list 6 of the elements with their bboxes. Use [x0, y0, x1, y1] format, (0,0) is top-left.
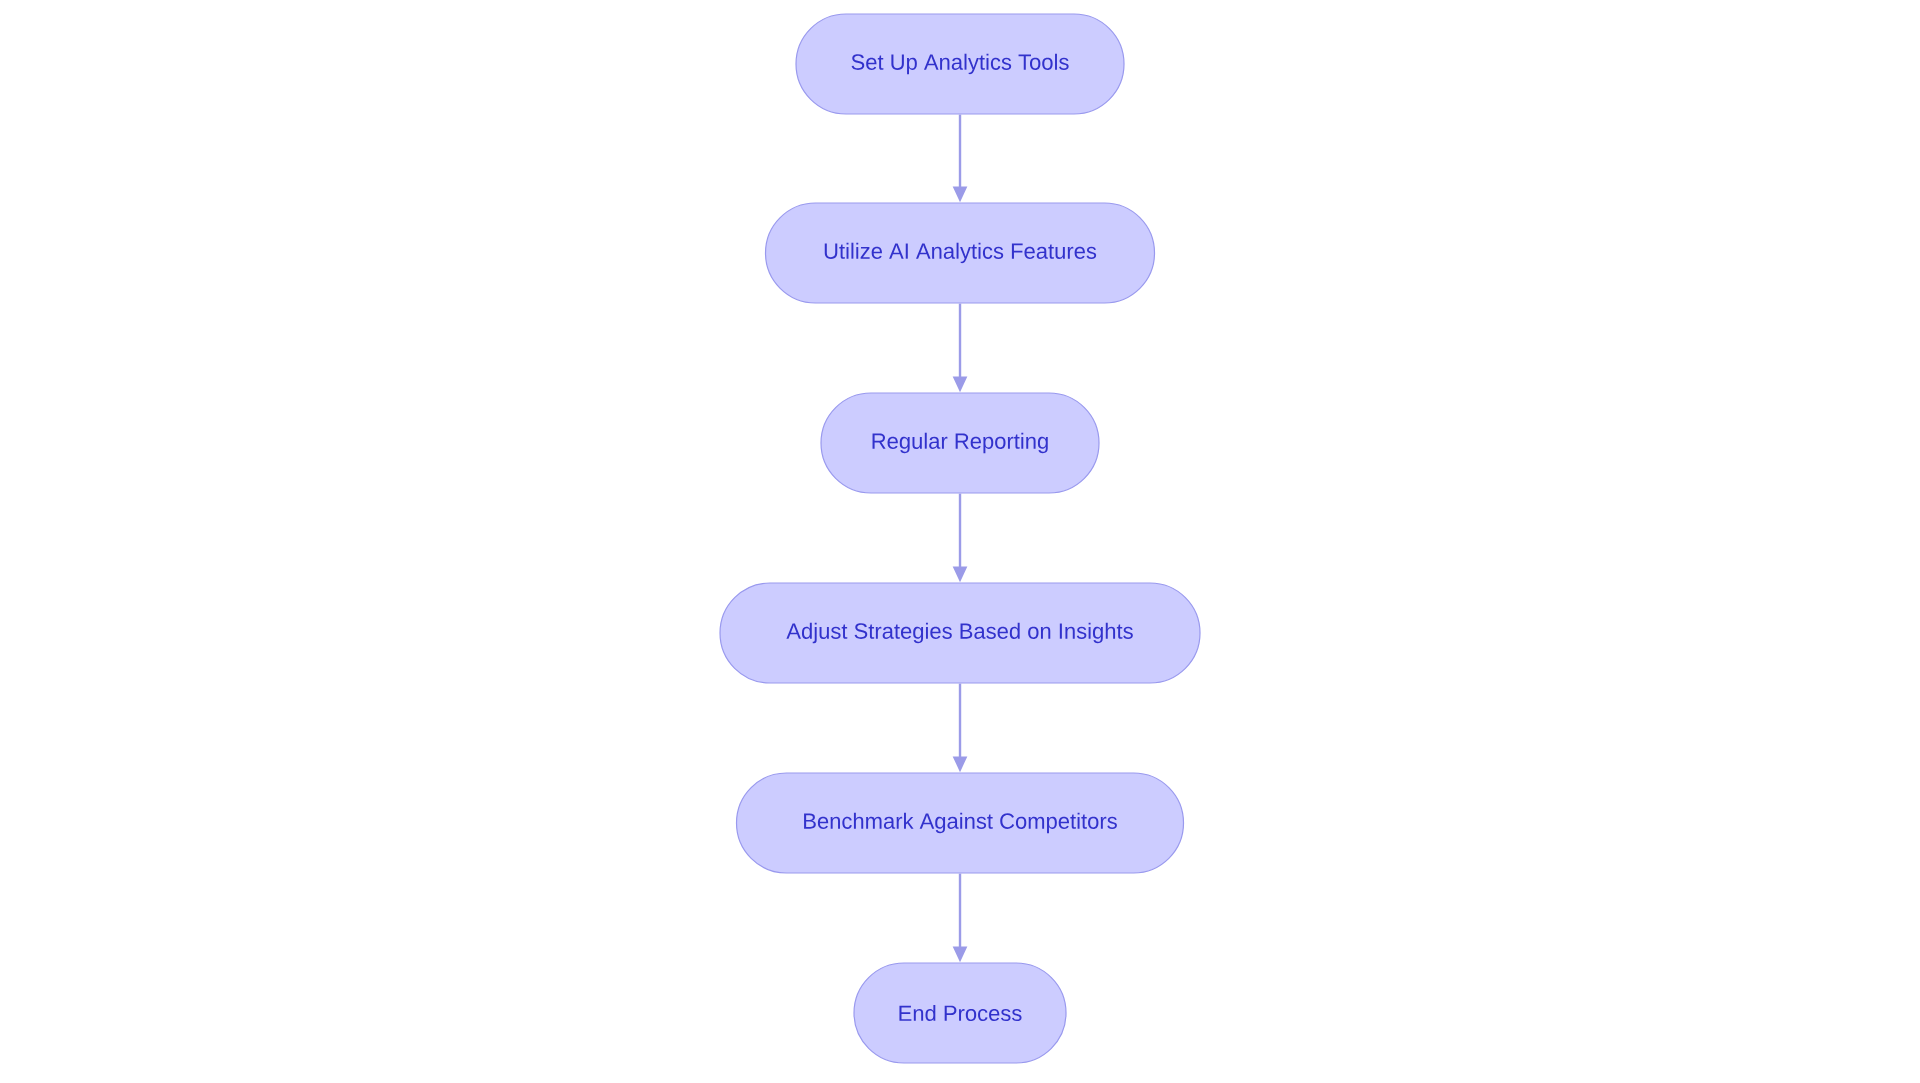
process-box: Set Up Analytics Tools — [795, 13, 1125, 115]
process-box: Benchmark Against Competitors — [735, 772, 1185, 874]
process-box: Utilize AI Analytics Features — [764, 202, 1156, 304]
process-box: Adjust Strategies Based on Insights — [719, 582, 1201, 684]
process-box: Regular Reporting — [820, 392, 1100, 494]
process-box: End Process — [853, 962, 1067, 1064]
